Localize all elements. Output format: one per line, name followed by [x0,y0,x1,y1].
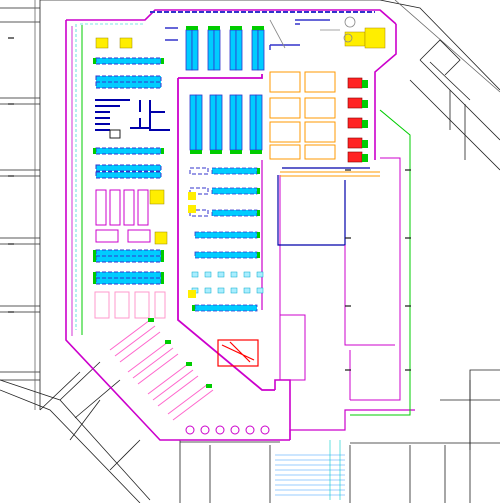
store-boundary [65,9,415,441]
grid-ticks [8,37,411,371]
perimeter-dashed [75,23,145,330]
top-aisle-block [165,19,340,71]
blue-shelf-right [277,167,370,246]
green-service-line [81,25,411,416]
orange-counter-block [269,71,380,177]
equipment-cluster [343,16,386,163]
magenta-corridor [344,245,395,400]
left-shelving-block [93,37,170,319]
angled-shelving [109,318,270,435]
central-aisle-block [188,94,264,312]
red-room [217,339,259,367]
